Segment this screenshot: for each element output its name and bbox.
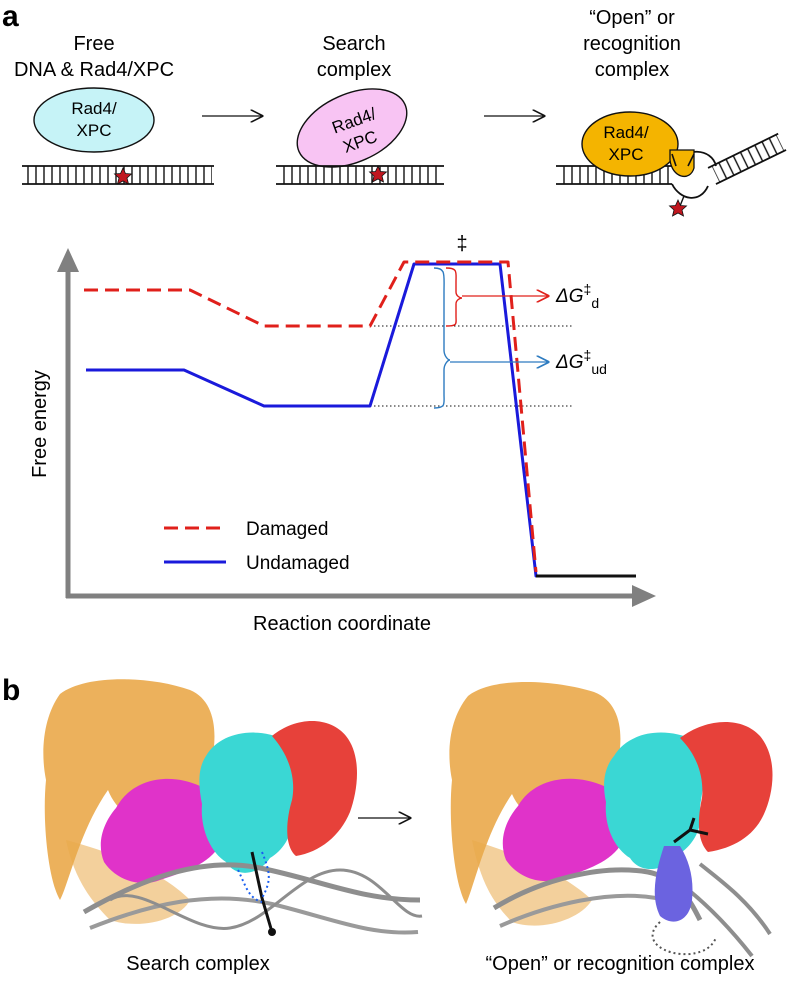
red-domain-surface [680,721,773,852]
delta-g-undamaged: ΔG‡ud [555,347,607,377]
stage-free: Free DNA & Rad4/XPC Rad4/ XPC [14,33,214,185]
stage-free-caption-2: DNA & Rad4/XPC [14,59,174,81]
undamaged-barrier-brace [433,267,451,409]
open-protein-label-2: XPC [609,145,644,164]
structure-search-complex: Search complex [43,679,423,975]
free-protein-label-1: Rad4/ [71,99,117,118]
dna-backbone-2 [89,896,419,935]
stage-open-caption-1: “Open” or [589,7,675,29]
legend: Damaged Undamaged [164,519,350,574]
open-protein-label-1: Rad4/ [603,123,649,142]
damaged-curve [84,260,538,573]
stage-open-caption-2: recognition [583,33,681,55]
lesion-strand [250,851,274,933]
lesion-star-icon [113,167,133,185]
search-dna-duplex [276,165,444,185]
dna-flipped-segment [684,862,772,958]
stage-open: “Open” or recognition complex Rad4/ XPC [556,7,787,217]
stage-open-caption-3: complex [595,59,669,81]
open-protein-hairpin [669,149,695,178]
structure-search-caption: Search complex [126,953,269,975]
stage-search: Search complex Rad4/ XPC [276,33,444,185]
stage-search-caption-2: complex [317,59,391,81]
y-axis-label: Free energy [29,370,51,478]
flipped-nucleotides [673,817,709,844]
lesion-star-icon [668,199,688,217]
energy-diagram: Free energy Reaction coordinate ‡ ΔG‡d Δ… [29,233,656,635]
structure-open-caption: “Open” or recognition complex [485,953,754,975]
panel-a-label: a [2,0,19,33]
tan-domain-surface [43,679,219,900]
magenta-domain-surface [100,778,222,884]
magenta-domain-surface [502,778,625,882]
cyan-domain-surface [604,732,704,870]
open-protein-ellipse [581,111,679,177]
x-axis-arrow-icon [632,585,656,607]
search-protein-ellipse [296,88,408,168]
stage-free-caption-1: Free [73,33,114,55]
delta-g-damaged: ΔG‡d [555,281,599,311]
free-protein-ellipse [33,87,155,153]
disordered-loop [651,921,717,956]
damaged-barrier-brace [445,267,463,327]
dna-backbone-2 [499,893,657,928]
panel-b-label: b [2,674,20,707]
cyan-domain-surface [199,732,296,873]
legend-label-undamaged: Undamaged [246,553,350,574]
beta-hairpin-surface [654,846,693,922]
free-protein-label-2: XPC [77,121,112,140]
undamaged-curve [86,262,636,578]
dna-backbone-1 [82,862,421,915]
open-dna-right [707,132,787,185]
red-domain-surface [272,721,357,856]
x-axis-label: Reaction coordinate [253,613,431,635]
stage-search-caption-1: Search [322,33,385,55]
legend-label-damaged: Damaged [246,519,328,540]
y-axis-arrow-icon [57,248,79,272]
transition-state-mark: ‡ [456,233,467,255]
lesion-star-icon [368,165,388,183]
structure-open-complex: “Open” or recognition complex [449,682,773,975]
